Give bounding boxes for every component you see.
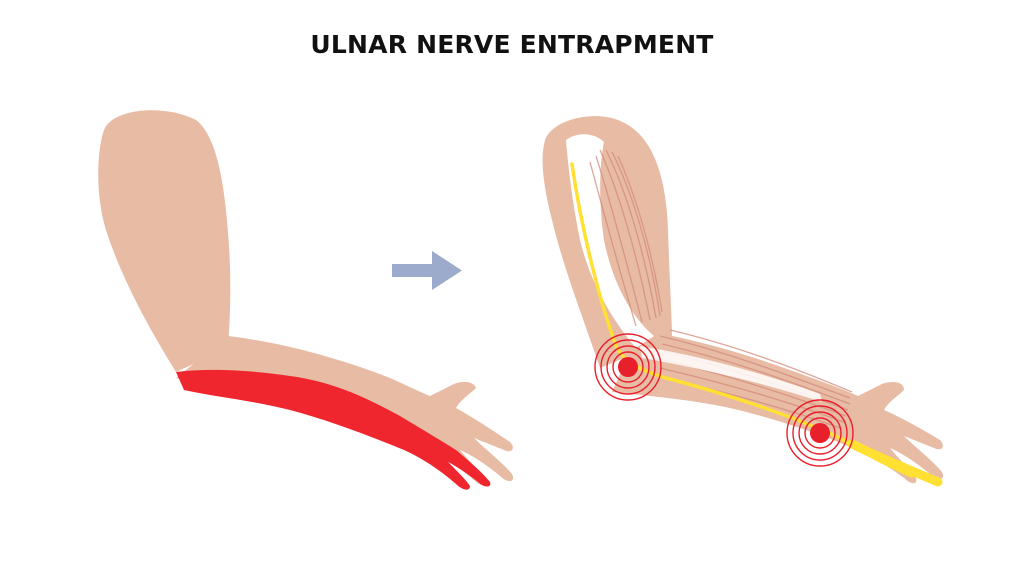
ulna-bone <box>640 346 822 402</box>
humerus-bone <box>566 134 654 348</box>
upper-arm <box>98 110 231 372</box>
nerve-finger-area <box>847 439 943 487</box>
diagram-title: ULNAR NERVE ENTRAPMENT <box>310 30 714 59</box>
biceps-muscle <box>589 149 663 327</box>
pain-marker-elbow <box>594 333 662 401</box>
right-arrow-icon <box>392 251 462 290</box>
left-arm <box>98 110 514 490</box>
right-arm-anatomy <box>542 116 944 487</box>
numbness-area <box>176 369 491 490</box>
pain-marker-wrist <box>786 399 854 467</box>
